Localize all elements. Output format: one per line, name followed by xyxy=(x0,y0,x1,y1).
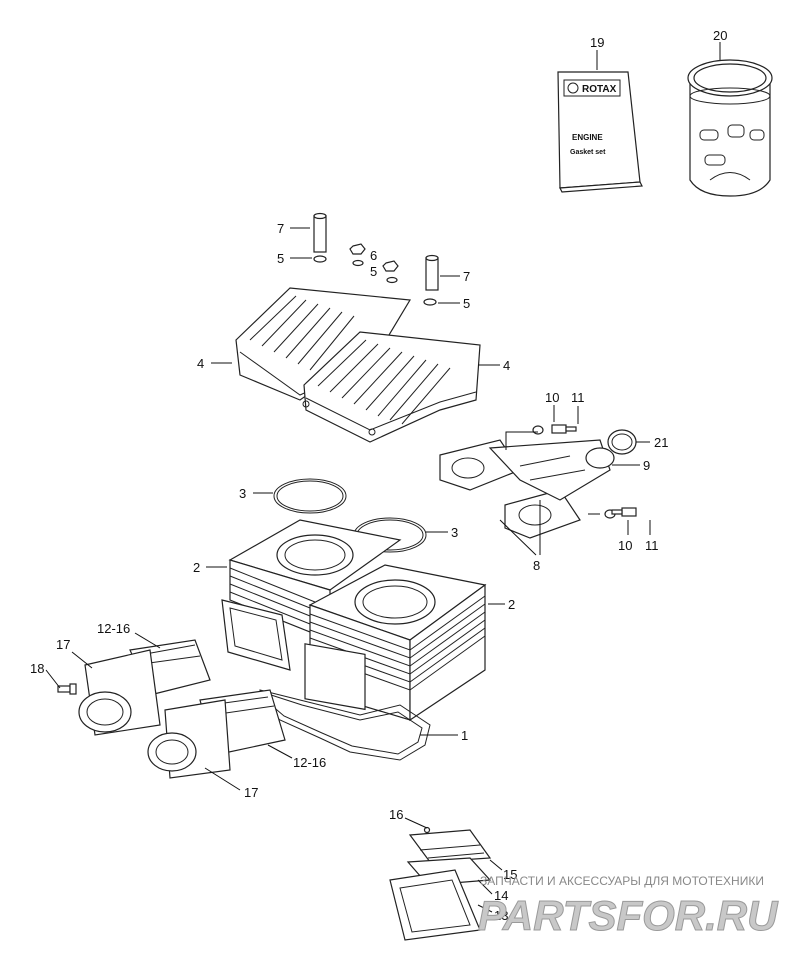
stud-right xyxy=(425,254,439,291)
callout-2-right: 2 xyxy=(508,597,515,612)
callout-19: 19 xyxy=(590,35,604,50)
callout-16: 16 xyxy=(389,807,403,822)
callout-12-16-lower: 12-16 xyxy=(293,755,326,770)
booklet-brand: ROTAX xyxy=(582,84,617,95)
callout-3-left: 3 xyxy=(239,486,246,501)
intake-manifold-upper xyxy=(78,649,161,736)
o-ring-left xyxy=(273,478,347,514)
callout-17-upper: 17 xyxy=(56,637,70,652)
exhaust-manifold xyxy=(439,439,615,539)
cylinder-left xyxy=(228,519,402,641)
nut-b xyxy=(382,260,399,272)
screw xyxy=(57,683,77,695)
booklet-line2: Gasket set xyxy=(570,149,606,156)
cylinder-head-right xyxy=(302,331,481,443)
bolt-lower xyxy=(611,507,637,517)
leader-lines xyxy=(45,42,721,913)
watermark: ЗАПЧАСТИ И АКСЕССУАРЫ ДЛЯ МОТОТЕХНИКИ PA… xyxy=(478,874,780,940)
washer-center-a xyxy=(352,259,364,267)
callout-1: 1 xyxy=(461,728,468,743)
callout-10-lower: 10 xyxy=(618,538,632,553)
stud-left xyxy=(313,212,327,253)
callout-11-upper: 11 xyxy=(571,390,585,405)
callout-5-center: 5 xyxy=(370,264,377,279)
cylinder-left-exhaust-port xyxy=(221,599,291,671)
callout-4-right: 4 xyxy=(503,358,510,373)
callout-10-upper: 10 xyxy=(545,390,559,405)
washer-upper xyxy=(532,425,544,435)
callout-21: 21 xyxy=(654,435,668,450)
callout-12-16-upper: 12-16 xyxy=(97,621,130,636)
callout-3-right: 3 xyxy=(451,525,458,540)
washer-left xyxy=(313,255,327,263)
reed-stop xyxy=(408,829,492,863)
callout-8: 8 xyxy=(533,558,540,573)
callout-5-right: 5 xyxy=(463,296,470,311)
watermark-logo: PARTSFOR.RU xyxy=(478,892,779,939)
bolt-upper xyxy=(551,424,577,434)
callout-2-left: 2 xyxy=(193,560,200,575)
reed-block xyxy=(389,869,481,941)
cylinder-right xyxy=(304,564,487,722)
callout-18: 18 xyxy=(30,661,44,676)
rotax-logo-icon xyxy=(567,82,579,94)
callout-9: 9 xyxy=(643,458,650,473)
callout-15: 15 xyxy=(503,867,517,882)
reed-screw xyxy=(423,826,431,834)
callout-7-left: 7 xyxy=(277,221,284,236)
callout-13: 13 xyxy=(494,908,508,923)
intake-manifold-lower xyxy=(147,699,231,779)
booklet-line1: ENGINE xyxy=(572,133,603,142)
nut-a xyxy=(349,243,366,255)
callout-14: 14 xyxy=(494,888,508,903)
callout-5-left: 5 xyxy=(277,251,284,266)
watermark-tagline: ЗАПЧАСТИ И АКСЕССУАРЫ ДЛЯ МОТОТЕХНИКИ xyxy=(480,874,764,888)
gasket-set-booklet: ROTAX ENGINE Gasket set xyxy=(557,71,643,193)
callout-20: 20 xyxy=(713,28,727,43)
callout-11-lower: 11 xyxy=(645,538,659,553)
callout-7-right: 7 xyxy=(463,269,470,284)
callout-17-lower: 17 xyxy=(244,785,258,800)
washer-right xyxy=(423,298,437,306)
callout-4-left: 4 xyxy=(197,356,204,371)
cylinder-sleeve xyxy=(687,59,773,197)
washer-center-b xyxy=(386,276,398,284)
callout-6: 6 xyxy=(370,248,377,263)
reed-exploded xyxy=(389,826,492,941)
